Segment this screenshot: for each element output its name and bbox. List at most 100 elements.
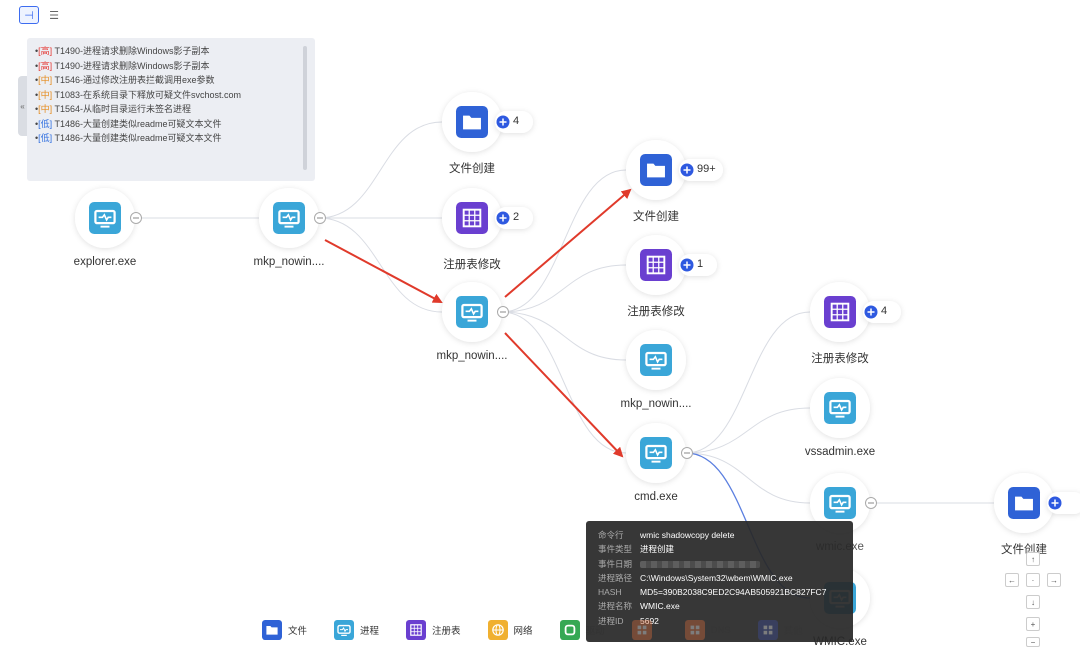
zoom-in-button[interactable]: +	[1026, 617, 1040, 631]
node-explorer[interactable]	[75, 188, 142, 248]
graph-edge	[501, 311, 627, 454]
tactic-text: T1490-进程请求删除Windows影子副本	[52, 60, 210, 71]
expand-badge[interactable]	[1047, 492, 1080, 514]
legend-item-network[interactable]: 网络	[487, 620, 533, 640]
file-icon	[262, 620, 282, 640]
graph-edge	[318, 121, 443, 219]
node-label: mkp_nowin....	[253, 256, 325, 268]
arrow-left-icon: ←	[1008, 575, 1016, 585]
node-mkp1[interactable]	[259, 188, 326, 248]
node-reg3[interactable]	[810, 282, 901, 342]
expand-badge[interactable]	[495, 111, 533, 133]
attack-path-arrows	[324, 188, 632, 458]
expand-badge[interactable]	[495, 207, 533, 229]
tactic-text: T1490-进程请求删除Windows影子副本	[52, 46, 210, 56]
pan-down-button[interactable]: ↓	[1026, 595, 1040, 609]
list-view-button[interactable]: ☰	[44, 6, 64, 24]
collapse-toggle[interactable]	[681, 447, 693, 459]
collapse-panel-button[interactable]: «	[18, 76, 27, 136]
pan-up-button[interactable]: ↑	[1026, 552, 1040, 566]
network-icon	[487, 620, 508, 640]
severity-badge: [中]	[38, 104, 53, 114]
tactic-text: T1083-在系统目录下释放可疑文件svchost.com	[52, 89, 242, 100]
file-icon	[1008, 487, 1040, 519]
registry-tile	[406, 620, 427, 640]
collapse-toggle[interactable]	[314, 212, 326, 224]
graph-edge	[685, 311, 811, 454]
graph-edge	[685, 407, 811, 454]
legend-item-other2[interactable]: 其他	[757, 620, 803, 640]
other1-icon	[631, 620, 652, 640]
graph-nodes	[75, 92, 1080, 628]
legend-item-file[interactable]: 文件	[262, 620, 307, 640]
minus-icon: −	[1030, 637, 1036, 647]
tooltip-value: 5692	[640, 614, 659, 628]
tooltip-key: 进程名称	[598, 601, 633, 612]
severity-badge: [高]	[38, 60, 53, 71]
node-vss[interactable]	[810, 378, 870, 438]
node-label: 注册表修改	[627, 306, 685, 318]
node-file3[interactable]	[994, 473, 1080, 533]
tactic-text: T1546-通过修改注册表拦截调用exe参数	[52, 75, 215, 85]
process-icon	[640, 437, 672, 469]
legend-item-registry[interactable]: 注册表	[406, 620, 461, 640]
node-label: 注册表修改	[443, 259, 501, 271]
severity-badge: [中]	[38, 75, 53, 85]
node-reg1[interactable]	[442, 188, 533, 248]
legend-item-process[interactable]: 进程	[334, 620, 379, 640]
registry-icon	[406, 620, 427, 640]
node-cmd[interactable]	[626, 423, 693, 483]
pan-left-button[interactable]: ←	[1005, 573, 1019, 587]
pan-right-button[interactable]: →	[1047, 573, 1061, 587]
node-file2[interactable]	[626, 140, 723, 200]
scrollbar[interactable]	[303, 46, 307, 170]
tactic-text: T1486-大量创建类似readme可疑文本文件	[52, 133, 222, 143]
reset-view-button[interactable]: ·	[1026, 573, 1040, 587]
chevron-left-icon: «	[20, 101, 25, 111]
registry-tile	[640, 249, 672, 281]
expand-badge[interactable]	[863, 301, 901, 323]
collapse-toggle[interactable]	[497, 306, 509, 318]
collapse-toggle[interactable]	[865, 497, 877, 509]
legend-label: 注册表	[432, 626, 461, 637]
graph-edge	[501, 264, 627, 313]
collapse-toggle[interactable]	[130, 212, 142, 224]
tactic-item[interactable]: •[高] T1490-进程请求删除Windows影子副本	[35, 59, 315, 74]
tactic-item[interactable]: •[低] T1486-大量创建类似readme可疑文本文件	[35, 117, 315, 132]
legend-label: 网络	[513, 626, 533, 637]
node-file1[interactable]	[442, 92, 533, 152]
legend-label: 进程	[360, 626, 380, 637]
node-reg2[interactable]	[626, 235, 717, 295]
graph-edges	[135, 121, 994, 599]
legend-item-other1[interactable]	[631, 620, 658, 640]
node-mkp3[interactable]	[626, 330, 686, 390]
expand-badge[interactable]	[679, 254, 717, 276]
expand-badge[interactable]	[679, 159, 723, 181]
node-wmic1[interactable]	[810, 473, 877, 533]
tactic-item[interactable]: •[中] T1546-通过修改注册表拦截调用exe参数	[35, 73, 315, 88]
legend-item-dns[interactable]: DNS	[684, 620, 731, 640]
process-icon	[824, 392, 856, 424]
redacted-value	[640, 560, 760, 568]
tactic-item[interactable]: •[中] T1564-从临时目录运行未签名进程	[35, 102, 315, 117]
tactic-item[interactable]: •[高] T1490-进程请求删除Windows影子副本	[35, 44, 315, 59]
plus-icon: +	[1030, 619, 1036, 629]
legend-label: 文件	[288, 626, 308, 637]
tooltip-value: 进程创建	[640, 544, 675, 555]
node-mkp2[interactable]	[442, 282, 509, 342]
legend-item-driver[interactable]: 驱动	[559, 620, 605, 640]
tactic-text: T1486-大量创建类似readme可疑文本文件	[52, 118, 222, 129]
tree-view-button[interactable]: ⊣	[19, 6, 39, 24]
node-label: 文件创建	[449, 163, 495, 175]
zoom-out-button[interactable]: −	[1026, 637, 1040, 647]
severity-badge: [低]	[38, 133, 53, 143]
tactic-item[interactable]: •[低] T1486-大量创建类似readme可疑文本文件	[35, 131, 315, 146]
node-count: 99+	[697, 163, 716, 175]
severity-badge: [高]	[38, 46, 53, 56]
node-label: 文件创建	[633, 211, 679, 223]
tactic-item[interactable]: •[中] T1083-在系统目录下释放可疑文件svchost.com	[35, 88, 315, 103]
tooltip-value	[640, 557, 760, 571]
node-label: 文件创建	[1001, 544, 1047, 556]
